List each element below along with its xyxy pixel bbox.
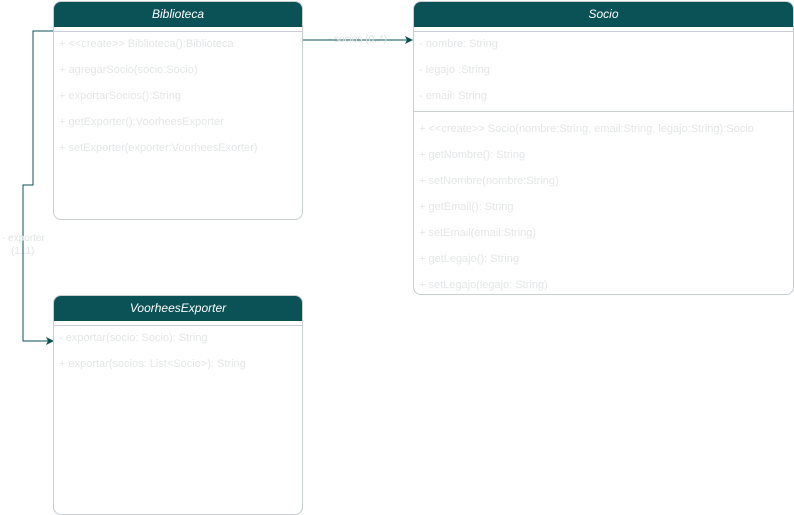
socios-association-label: - socios (0..*) xyxy=(328,34,387,45)
exporter-multiplicity-label: (1..1) xyxy=(11,246,35,257)
method-row: + setNombre(nombre:String) xyxy=(419,175,559,187)
exporter-association-line xyxy=(22,30,54,345)
attributes-section: - nombre: String - legajo :String - emai… xyxy=(414,31,793,112)
attribute-row: - email: String xyxy=(419,90,487,102)
class-name: Biblioteca xyxy=(54,2,302,31)
class-voorhees-exporter[interactable]: VoorheesExporter - exportar(socio: Socio… xyxy=(53,295,303,515)
method-row: + setLegajo(legajo: String) xyxy=(419,279,548,291)
class-socio[interactable]: Socio - nombre: String - legajo :String … xyxy=(413,1,794,295)
method-row: + getNombre(): String xyxy=(419,149,526,161)
class-name: Socio xyxy=(414,2,793,31)
method-row: + setExporter(exporter:VoorheesExorter) xyxy=(59,142,258,154)
method-row: + <<create>> Socio(nombre:String, email:… xyxy=(419,123,754,135)
methods-section: + <<create>> Biblioteca():Biblioteca + a… xyxy=(54,31,302,161)
exporter-association-label: - exporter xyxy=(2,233,45,244)
method-row: + exportar(socios: List<Socio>): String xyxy=(59,358,246,370)
class-biblioteca[interactable]: Biblioteca + <<create>> Biblioteca():Bib… xyxy=(53,1,303,220)
method-row: + agregarSocio(socio:Socio) xyxy=(59,64,198,76)
method-row: + getEmail(): String xyxy=(419,201,514,213)
method-row: + exportarSocios():String xyxy=(59,90,181,102)
method-row: - exportar(socio: Socio): String xyxy=(59,332,208,344)
method-row: + getExporter():VoorheesExporter xyxy=(59,116,224,128)
method-row: + setEmail(email:String) xyxy=(419,227,537,239)
methods-section: + <<create>> Socio(nombre:String, email:… xyxy=(414,112,793,294)
method-row: + getLegajo(): String xyxy=(419,253,519,265)
attribute-row: - nombre: String xyxy=(419,38,498,50)
class-name: VoorheesExporter xyxy=(54,296,302,325)
methods-section: - exportar(socio: Socio): String + expor… xyxy=(54,325,302,377)
attribute-row: - legajo :String xyxy=(419,64,490,76)
method-row: + <<create>> Biblioteca():Biblioteca xyxy=(59,38,234,50)
